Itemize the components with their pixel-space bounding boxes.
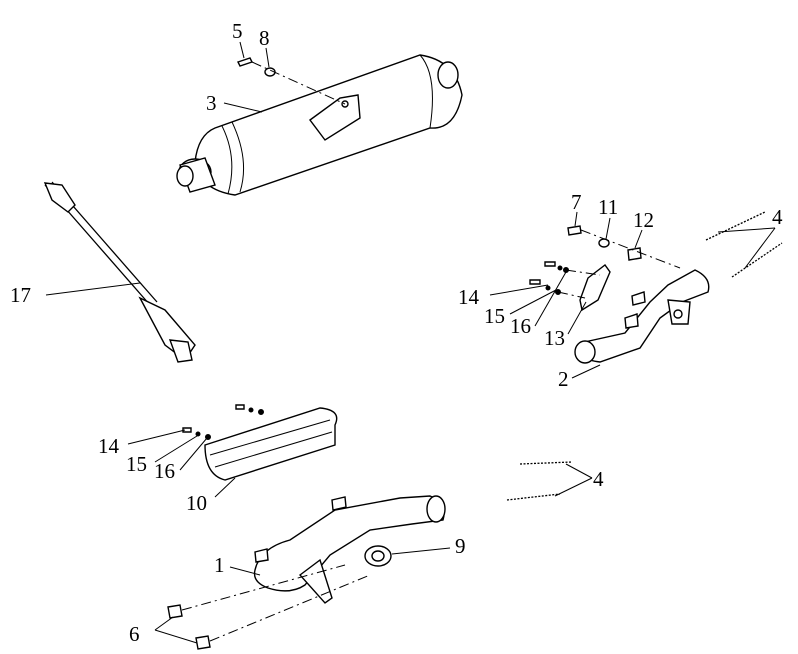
spring-part-4-upper — [705, 211, 783, 278]
callout-12: 12 — [633, 208, 654, 232]
callout-14-lower: 14 — [98, 434, 120, 458]
callout-13: 13 — [544, 326, 565, 350]
muffler-part-3 — [176, 54, 463, 196]
nut-part-6-upper — [167, 604, 183, 619]
spring-part-4-lower — [506, 461, 573, 501]
leader-lines — [45, 41, 776, 644]
callout-1: 1 — [214, 553, 225, 577]
callout-7: 7 — [571, 190, 582, 214]
exhaust-pipe-part-1 — [253, 495, 446, 604]
heat-shield-part-10 — [204, 407, 338, 481]
callout-11: 11 — [598, 195, 618, 219]
callout-17: 17 — [10, 283, 31, 307]
callout-15-upper: 15 — [484, 304, 505, 328]
nut-part-12 — [627, 247, 642, 261]
fastener-set-upper — [529, 261, 569, 295]
callout-15-lower: 15 — [126, 452, 147, 476]
callout-3: 3 — [206, 91, 217, 115]
callout-6: 6 — [129, 622, 140, 646]
callout-4-upper: 4 — [772, 205, 783, 229]
callout-5: 5 — [232, 19, 243, 43]
bolt-part-5 — [237, 57, 253, 67]
header-pipe-part-2 — [574, 269, 710, 364]
assembly-line-bolt-5 — [251, 61, 346, 105]
bolt-part-7 — [567, 225, 582, 236]
gasket-part-9 — [364, 545, 392, 567]
callout-4-lower: 4 — [593, 467, 604, 491]
nut-part-6-lower — [195, 635, 211, 650]
callout-8: 8 — [259, 26, 270, 50]
callout-16-upper: 16 — [510, 314, 531, 338]
callout-14-upper: 14 — [458, 285, 480, 309]
heat-shield-bracket-part-13 — [579, 264, 611, 312]
callout-10: 10 — [186, 491, 207, 515]
callout-16-lower: 16 — [154, 459, 175, 483]
callout-9: 9 — [455, 534, 466, 558]
oxygen-sensor-part-17 — [43, 181, 196, 363]
callout-2: 2 — [558, 367, 569, 391]
